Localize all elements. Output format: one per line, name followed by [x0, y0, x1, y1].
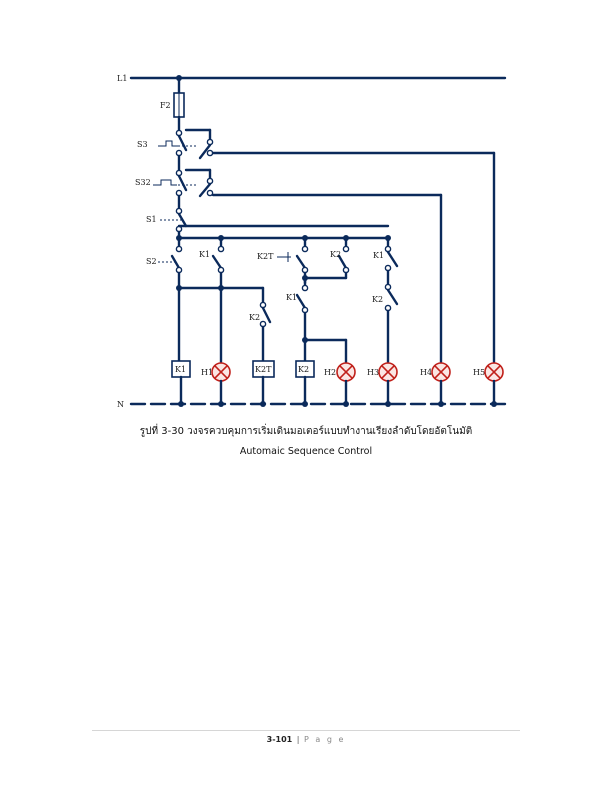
s1-label: S1	[146, 215, 157, 224]
coil-k2-label: K2	[298, 365, 309, 374]
footer-divider	[92, 730, 520, 731]
k2-c-label: K2	[249, 313, 260, 322]
contact-k2-hold: K2	[302, 236, 350, 281]
contact-k2-nc: K2	[249, 286, 272, 364]
bottom-rail: N	[117, 400, 507, 409]
lamp-h1-label: H1	[201, 368, 213, 377]
page-footer: 3-101 | P a g e	[0, 735, 612, 744]
switch-s2: S2	[146, 236, 183, 364]
lamp-h1-icon	[211, 362, 231, 382]
lamp-h2-icon	[336, 362, 356, 382]
lamp-h2-label: H2	[324, 368, 336, 377]
k1-a-label: K1	[199, 250, 210, 259]
lamp-h5-label: H5	[473, 368, 485, 377]
k1-b-label: K1	[286, 293, 297, 302]
switch-s3: S3	[137, 128, 496, 364]
fuse-f2: F2	[160, 76, 185, 132]
s3-label: S3	[137, 140, 148, 149]
load-row: K1 H1 K2T K2 H2 H3 H4 H5	[171, 360, 504, 406]
page-number: 3-101	[266, 735, 293, 744]
lamp-h4-icon	[431, 362, 451, 382]
switch-s32: S32	[135, 168, 443, 364]
k2-a-label: K2	[330, 250, 341, 259]
s32-label: S32	[135, 178, 151, 187]
page-word: P a g e	[304, 735, 346, 744]
lamp-h3-label: H3	[367, 368, 379, 377]
top-rail: L1	[117, 74, 507, 83]
contact-k1-hold: K1	[199, 236, 225, 364]
k2-b-label: K2	[372, 295, 383, 304]
contact-k1-series: K1	[286, 276, 348, 364]
contact-k2t: K2T	[257, 236, 309, 285]
coil-k1-label: K1	[175, 365, 186, 374]
s2-label: S2	[146, 257, 157, 266]
circuit-diagram: L1 F2 S3 S32	[117, 74, 507, 409]
rail-label-n: N	[117, 400, 124, 409]
lamp-h4-label: H4	[420, 368, 432, 377]
figure-caption-thai: รูปที่ 3-30 วงจรควบคุมการเริ่มเดินมอเตอร…	[139, 426, 473, 437]
k1-c-label: K1	[373, 251, 384, 260]
figure-caption-english: Automaic Sequence Control	[239, 446, 373, 457]
fuse-label: F2	[160, 101, 171, 110]
contact-k1-k2-lamp: K1 K2	[372, 236, 399, 364]
lamp-h5-icon	[484, 362, 504, 382]
rail-label-l1: L1	[117, 74, 127, 83]
footer-separator: |	[296, 735, 300, 744]
lamp-h3-icon	[378, 362, 398, 382]
coil-k2t-label: K2T	[255, 365, 272, 374]
k2t-label: K2T	[257, 252, 274, 261]
